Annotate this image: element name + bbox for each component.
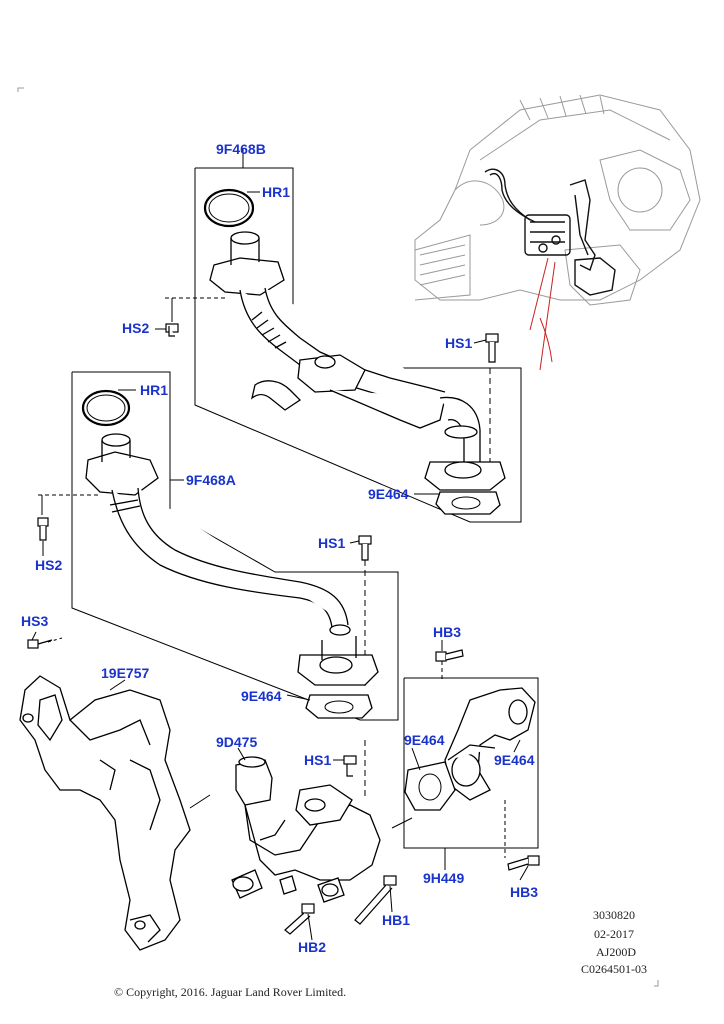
callout-hb3-top[interactable]: HB3 bbox=[433, 624, 462, 640]
engine-overview-inset bbox=[414, 94, 701, 306]
leader-valve-9H449 bbox=[391, 817, 413, 829]
callout-hb2[interactable]: HB2 bbox=[298, 939, 327, 955]
callout-hs3[interactable]: HS3 bbox=[21, 613, 49, 629]
bolt-hb3-top bbox=[435, 649, 464, 662]
info-illustration-code: C0264501-03 bbox=[581, 962, 647, 976]
gasket-9E464-left-hole bbox=[418, 773, 442, 801]
callout-hb3-low[interactable]: HB3 bbox=[510, 884, 539, 900]
oring-hr1-mid bbox=[81, 389, 131, 427]
highlighted-egr-assembly bbox=[484, 168, 616, 296]
callout-9E464-mid[interactable]: 9E464 bbox=[241, 688, 282, 704]
gasket-9E464-left bbox=[404, 761, 456, 811]
bolt-hs2-top bbox=[165, 323, 179, 337]
inset-leader-2 bbox=[529, 257, 556, 371]
callout-hs2-top[interactable]: HS2 bbox=[122, 320, 150, 336]
frame-9F468A bbox=[71, 371, 399, 721]
gasket-9E464-top-hole bbox=[451, 496, 481, 510]
copyright-notice: © Copyright, 2016. Jaguar Land Rover Lim… bbox=[114, 985, 347, 999]
bolt-hs1-mid bbox=[358, 535, 372, 561]
callout-hs1-top[interactable]: HS1 bbox=[445, 335, 473, 351]
callout-9H449[interactable]: 9H449 bbox=[423, 870, 465, 886]
callout-19E757[interactable]: 19E757 bbox=[101, 665, 150, 681]
corner-mark-bottom-right bbox=[654, 980, 659, 987]
corner-mark-top-left bbox=[17, 87, 24, 92]
frame-9H449 bbox=[403, 677, 539, 849]
elbow-9H449 bbox=[444, 687, 536, 801]
info-date: 02-2017 bbox=[594, 927, 634, 941]
callout-hs1-low[interactable]: HS1 bbox=[304, 752, 332, 768]
gasket-9E464-top bbox=[435, 491, 501, 515]
dash-hs3 bbox=[47, 637, 63, 643]
bolt-hs2-mid bbox=[37, 517, 49, 541]
bolt-hs1-low bbox=[343, 755, 357, 777]
callout-9D475[interactable]: 9D475 bbox=[216, 734, 258, 750]
bolt-hb3-low bbox=[507, 855, 540, 871]
egr-valve-9D475 bbox=[231, 756, 381, 903]
inset-leader-1 bbox=[539, 317, 553, 363]
callout-9E464-right[interactable]: 9E464 bbox=[494, 752, 535, 768]
callout-hb1[interactable]: HB1 bbox=[382, 912, 411, 928]
leader-19E757-valve bbox=[189, 794, 211, 809]
gasket-9E464-mid-hole bbox=[324, 700, 354, 714]
pipe-9F468A bbox=[85, 433, 379, 686]
callout-9E464-top[interactable]: 9E464 bbox=[368, 486, 409, 502]
bolt-hb2 bbox=[284, 903, 315, 935]
oring-hr1-top-inner bbox=[208, 193, 250, 223]
gasket-9E464-mid bbox=[305, 694, 373, 719]
frame-9F468B bbox=[194, 167, 522, 523]
oring-hr1-top bbox=[203, 188, 255, 228]
callout-9F468A[interactable]: 9F468A bbox=[186, 472, 236, 488]
info-engine-code: AJ200D bbox=[596, 945, 637, 959]
callout-9E464-left[interactable]: 9E464 bbox=[404, 732, 445, 748]
info-ref-number: 3030820 bbox=[593, 908, 635, 922]
bolt-hs3 bbox=[27, 639, 53, 649]
callout-hr1-mid[interactable]: HR1 bbox=[140, 382, 169, 398]
bolt-hs1-top bbox=[485, 333, 499, 363]
bracket-19E757 bbox=[19, 675, 191, 951]
bolt-hb1 bbox=[354, 875, 397, 925]
callout-hs2-mid[interactable]: HS2 bbox=[35, 557, 63, 573]
pipe-9F468B bbox=[209, 231, 506, 491]
callout-hs1-mid[interactable]: HS1 bbox=[318, 535, 346, 551]
oring-hr1-mid-inner bbox=[86, 394, 126, 422]
callout-leaders bbox=[31, 148, 529, 941]
callout-hr1-top[interactable]: HR1 bbox=[262, 184, 291, 200]
callout-9F468B[interactable]: 9F468B bbox=[216, 141, 266, 157]
